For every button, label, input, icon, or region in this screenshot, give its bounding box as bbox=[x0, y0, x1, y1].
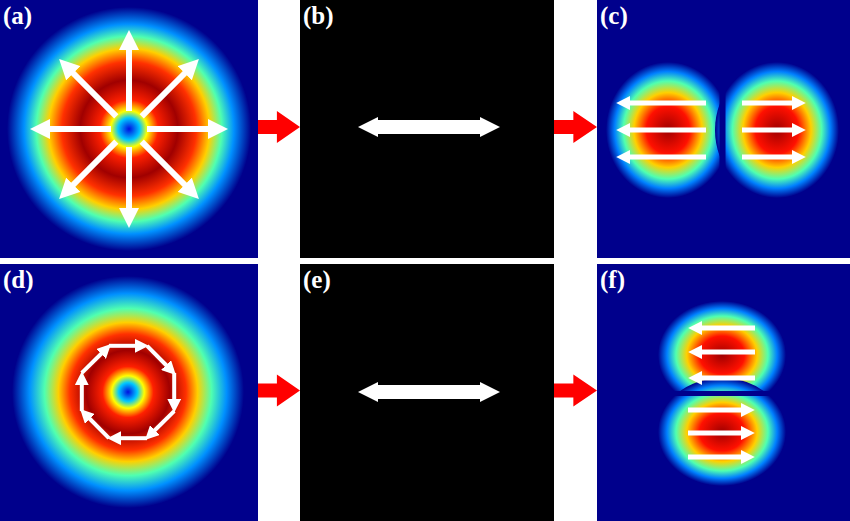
flow-arrow bbox=[554, 111, 597, 143]
panel-ground bbox=[597, 264, 850, 521]
beam-panel: (b) bbox=[300, 0, 554, 258]
beam-panel: (d) bbox=[0, 264, 258, 521]
flow-arrow bbox=[258, 111, 300, 143]
flow-arrow bbox=[554, 375, 597, 407]
horizontal-polarization bbox=[626, 103, 796, 157]
polarizer-axis bbox=[372, 120, 486, 134]
arrow-shape bbox=[554, 111, 597, 143]
horizontal-polarization bbox=[688, 328, 755, 457]
panel-ground bbox=[300, 264, 554, 521]
flow-arrow bbox=[258, 375, 300, 407]
panel-ground bbox=[300, 0, 554, 258]
beam-lobe bbox=[606, 62, 730, 198]
donut-beam bbox=[7, 7, 251, 251]
null-line bbox=[720, 50, 726, 210]
beam-lobe bbox=[715, 62, 839, 198]
panel-ground bbox=[597, 0, 850, 258]
panel-label: (e) bbox=[303, 267, 331, 292]
panel-label: (f) bbox=[600, 267, 625, 292]
arrow-shape bbox=[258, 111, 300, 143]
panel-label: (c) bbox=[600, 3, 628, 28]
beam-panel: (a) bbox=[0, 0, 258, 258]
radial-polarization bbox=[44, 44, 214, 214]
beam-panel: (e) bbox=[300, 264, 554, 521]
beam-panel: (c) bbox=[597, 0, 850, 258]
null-line bbox=[640, 391, 805, 396]
arrow-shape bbox=[258, 375, 300, 407]
panel-label: (a) bbox=[3, 3, 32, 28]
donut-beam bbox=[12, 276, 244, 508]
polarizer-axis bbox=[372, 385, 486, 399]
panel-label: (b) bbox=[303, 3, 334, 28]
azimuthal-polarization bbox=[82, 346, 174, 438]
panel-ground bbox=[0, 0, 258, 258]
beam-panel: (f) bbox=[597, 264, 850, 521]
arrow-shape bbox=[554, 375, 597, 407]
panel-ground bbox=[0, 264, 258, 521]
panel-label: (d) bbox=[3, 267, 34, 292]
